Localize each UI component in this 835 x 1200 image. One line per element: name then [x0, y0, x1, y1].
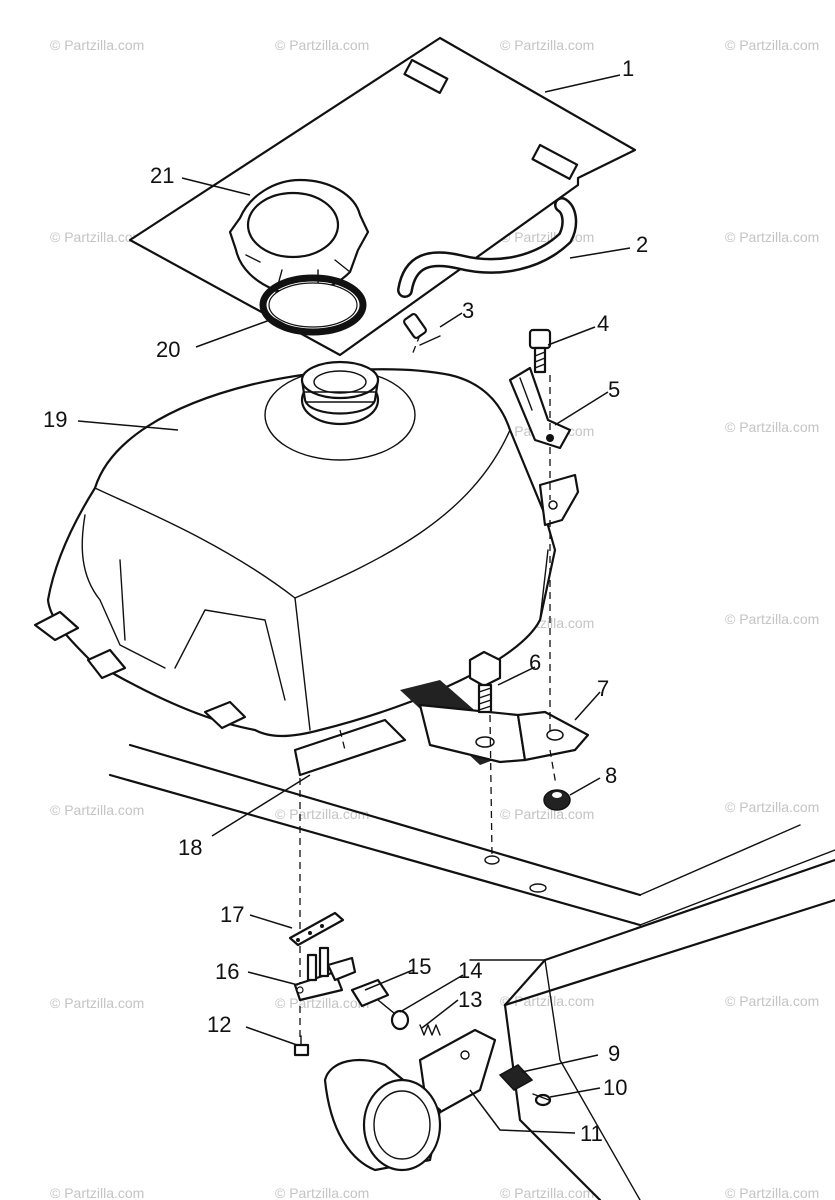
callout-18: 18: [178, 835, 202, 860]
frame-rails: [108, 743, 835, 1200]
part-7-bracket: [418, 703, 590, 764]
part-14-washer: [390, 1009, 410, 1031]
watermark: © Partzilla.com: [725, 1185, 819, 1200]
part-12-screw: [293, 1035, 310, 1057]
callout-10: 10: [603, 1075, 627, 1100]
part-19-fuel-tank: [33, 360, 580, 738]
callout-12: 12: [207, 1012, 231, 1037]
part-18-pad: [293, 718, 407, 777]
watermark: © Partzilla.com: [725, 37, 819, 53]
part-6-bolt: [468, 650, 502, 714]
watermark: © Partzilla.com: [50, 995, 144, 1011]
part-4-bolt: [528, 328, 552, 374]
part-17-plate: [288, 911, 345, 947]
watermark: © Partzilla.com: [50, 1185, 144, 1200]
callout-1: 1: [622, 56, 634, 81]
callout-19: 19: [43, 407, 67, 432]
watermark: © Partzilla.com: [725, 419, 819, 435]
watermark: © Partzilla.com: [500, 1185, 594, 1200]
callout-labels: 1 2 3 4 5 6 7 8 9 10 11 12 13 14 15 16 1…: [43, 56, 648, 1146]
callout-8: 8: [605, 763, 617, 788]
callout-13: 13: [458, 987, 482, 1012]
watermark: © Partzilla.com: [500, 806, 594, 822]
watermark: © Partzilla.com: [725, 611, 819, 627]
watermark: © Partzilla.com: [50, 229, 144, 245]
callout-15: 15: [407, 954, 431, 979]
watermark: © Partzilla.com: [50, 37, 144, 53]
watermark: © Partzilla.com: [725, 799, 819, 815]
watermark: © Partzilla.com: [275, 37, 369, 53]
frame-hole: [484, 855, 500, 865]
part-13-spring: [419, 1024, 441, 1036]
part-2-vent-hose: [397, 197, 578, 298]
callout-14: 14: [458, 958, 482, 983]
part-16-fuel-valve: [293, 946, 357, 1002]
part-3-fitting: [403, 313, 441, 346]
part-21-fuel-cap: [228, 178, 370, 295]
part-10-screw: [532, 1093, 552, 1107]
watermark: © Partzilla.com: [275, 806, 369, 822]
watermark: © Partzilla.com: [500, 993, 594, 1009]
callout-5: 5: [608, 377, 620, 402]
part-5-upper-bracket: [508, 366, 572, 450]
callout-2: 2: [636, 232, 648, 257]
callout-11: 11: [580, 1121, 603, 1146]
watermark: © Partzilla.com: [275, 995, 369, 1011]
callout-17: 17: [220, 902, 244, 927]
callout-4: 4: [597, 311, 609, 336]
callout-21: 21: [150, 163, 174, 188]
watermark: © Partzilla.com: [725, 229, 819, 245]
watermark: © Partzilla.com: [725, 993, 819, 1009]
watermark: © Partzilla.com: [500, 37, 594, 53]
callout-7: 7: [597, 676, 609, 701]
callout-16: 16: [215, 959, 239, 984]
watermark: © Partzilla.com: [275, 1185, 369, 1200]
callout-9: 9: [608, 1041, 620, 1066]
leader-lines: [77, 74, 631, 1134]
frame-hole: [529, 883, 547, 893]
part-9-clip: [498, 1064, 534, 1091]
part-1-shield-plate: [128, 36, 637, 357]
part-20-gasket: [259, 274, 367, 336]
callout-3: 3: [462, 298, 474, 323]
callout-20: 20: [156, 337, 180, 362]
part-8-nut: [543, 789, 571, 811]
watermark: © Partzilla.com: [50, 802, 144, 818]
headlight-pod: [323, 1058, 442, 1172]
callout-6: 6: [529, 650, 541, 675]
